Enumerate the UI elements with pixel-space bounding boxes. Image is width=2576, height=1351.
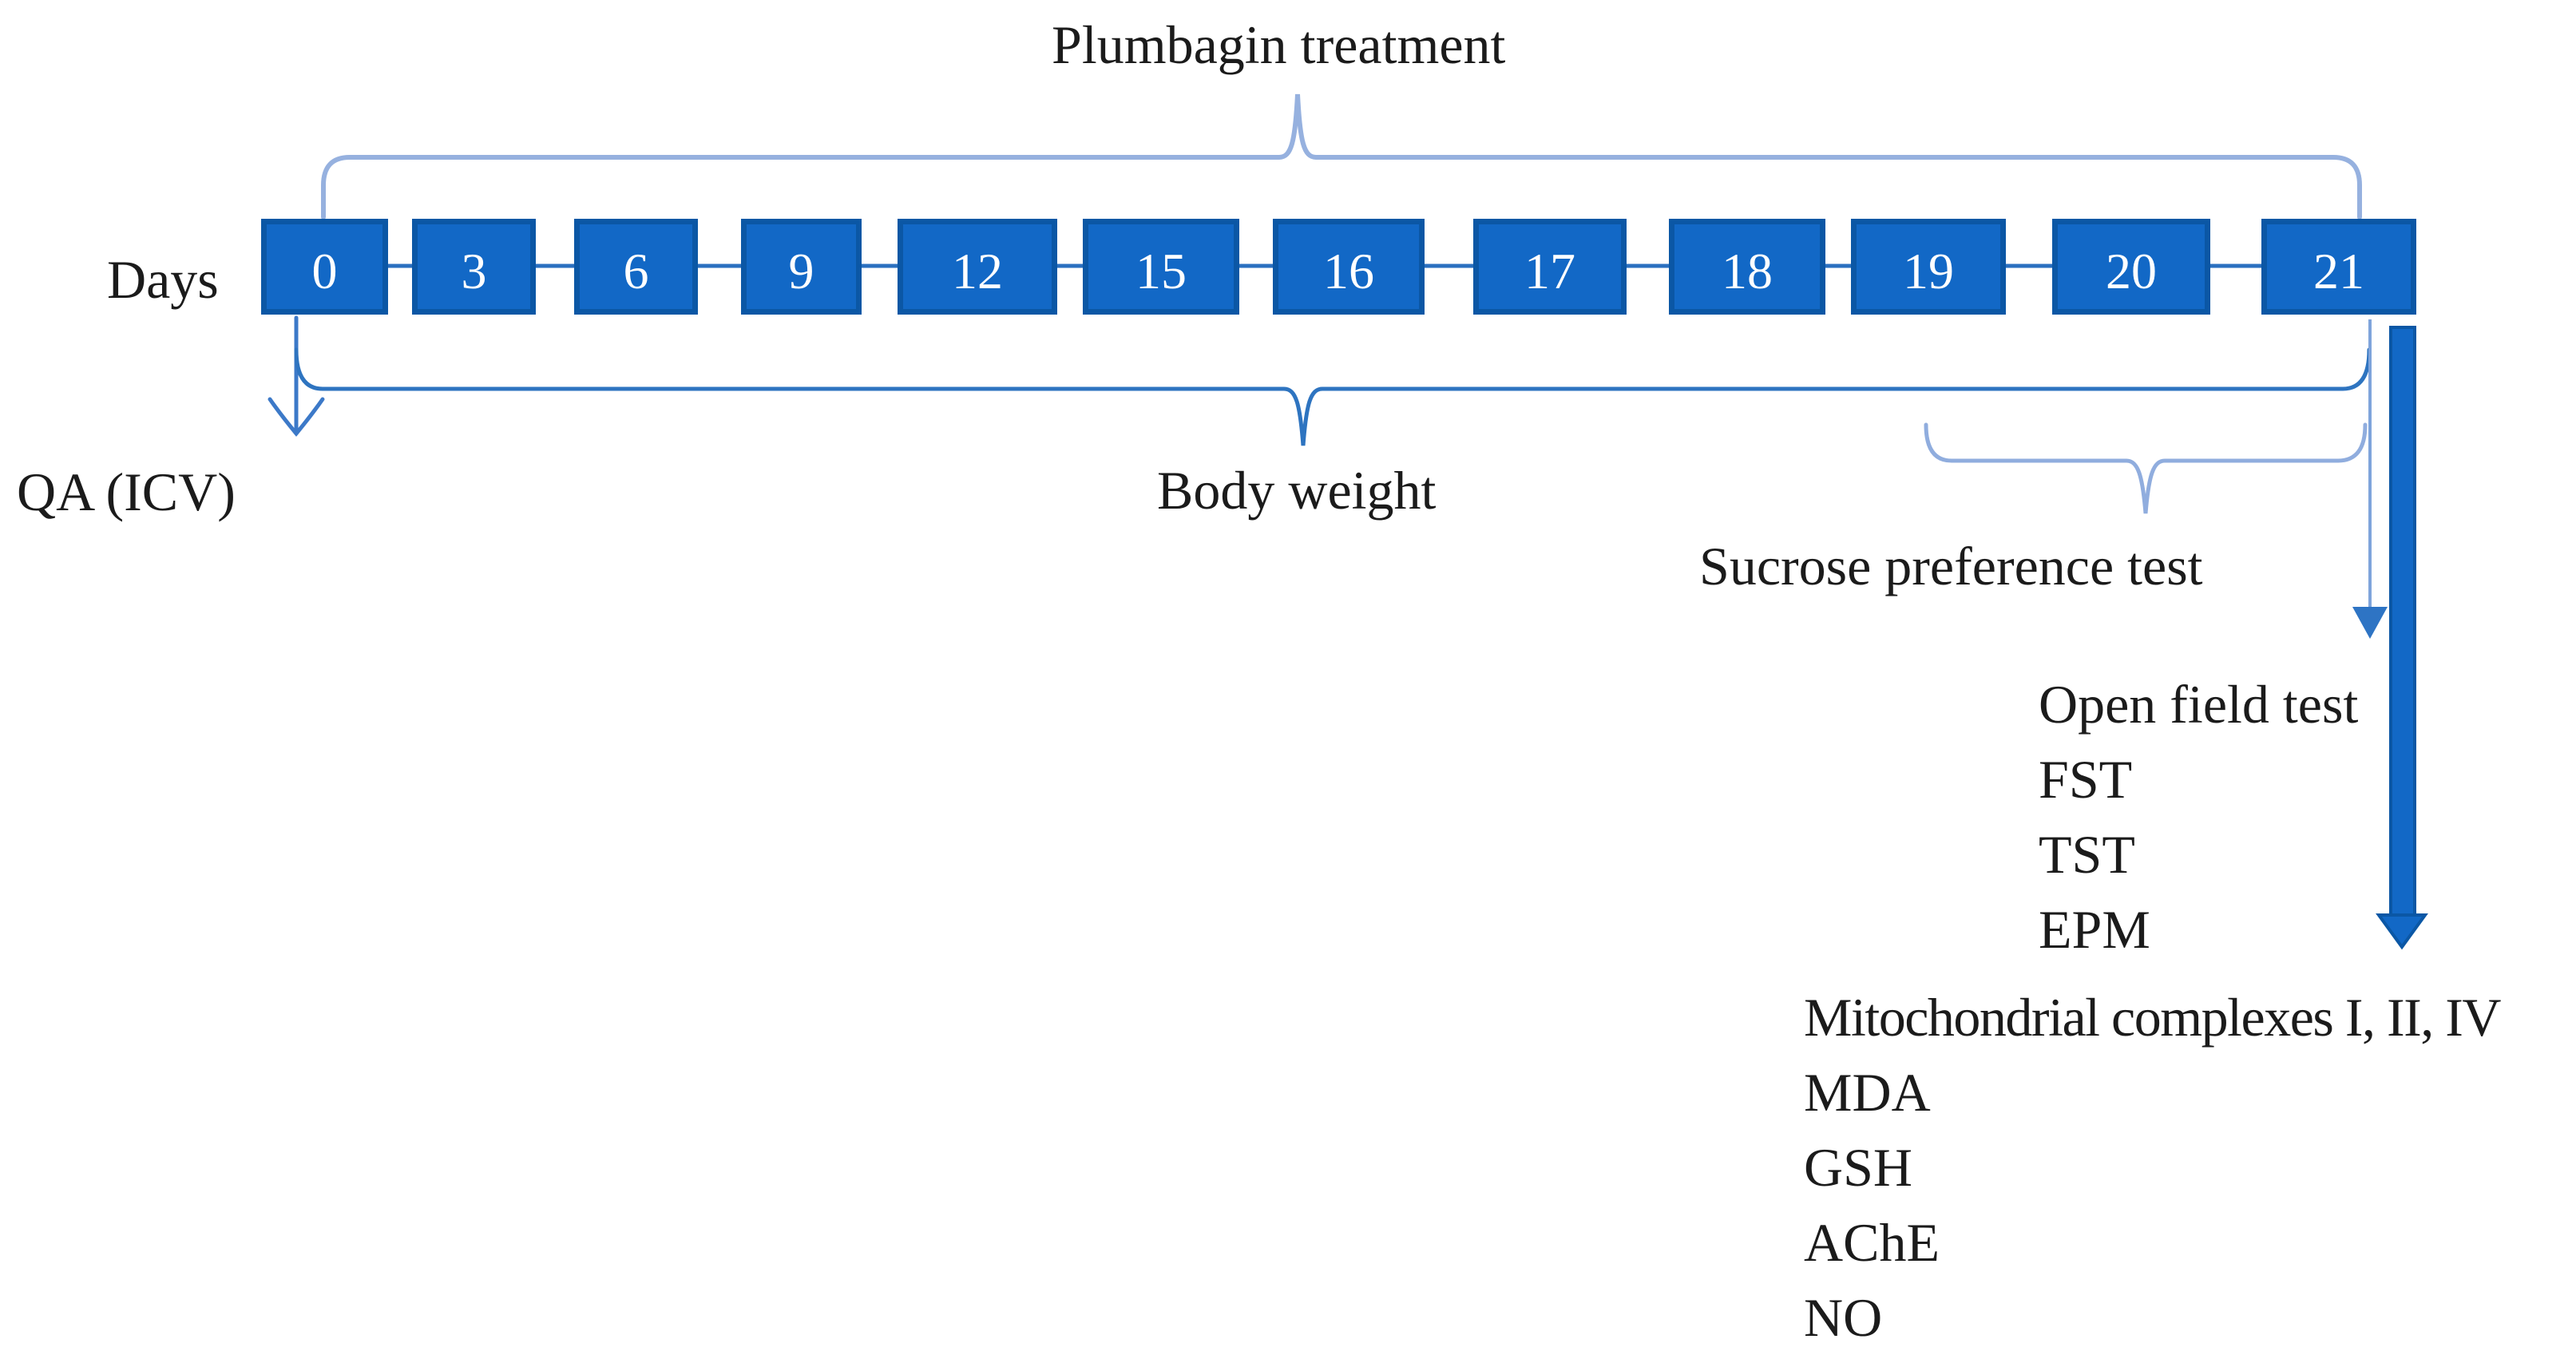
day-box-16: 16 [1273, 219, 1425, 315]
day-box-label: 0 [311, 243, 338, 299]
list-item: Mitochondrial complexes I, II, IV [1804, 987, 2502, 1048]
day-box-20: 20 [2052, 219, 2210, 315]
list-item: GSH [1804, 1137, 1913, 1198]
list-item: NO [1804, 1287, 1883, 1348]
terminal-assays-list: Mitochondrial complexes I, II, IV MDA GS… [1804, 987, 2502, 1351]
day-box-label: 3 [461, 243, 487, 299]
sucrose-preference-label: Sucrose preference test [1699, 536, 2203, 596]
list-item: TST [2039, 824, 2135, 885]
curly-brace-body-weight-icon [294, 347, 2372, 446]
down-arrow-day21-head-icon [2352, 607, 2388, 639]
thick-down-arrow-shaft-icon [2389, 326, 2416, 918]
day-box-label: 21 [2313, 243, 2364, 299]
list-item: Open field test [2039, 674, 2359, 735]
qa-icv-label: QA (ICV) [17, 462, 236, 522]
down-arrow-qa-head-icon [268, 397, 325, 437]
day-box-label: 15 [1135, 243, 1187, 299]
day-box-label: 17 [1524, 243, 1575, 299]
days-axis-label: Days [107, 249, 219, 310]
day-box-label: 18 [1722, 243, 1773, 299]
day-box-label: 19 [1903, 243, 1954, 299]
thick-down-arrow-head-icon [2376, 913, 2428, 950]
curly-brace-top-icon [321, 93, 2362, 220]
day-box-9: 9 [741, 219, 862, 315]
day-box-17: 17 [1473, 219, 1627, 315]
day-box-label: 6 [623, 243, 649, 299]
curly-brace-sucrose-icon [1924, 422, 2368, 514]
day-box-19: 19 [1851, 219, 2006, 315]
day-box-18: 18 [1669, 219, 1825, 315]
figure-title: Plumbagin treatment [1052, 14, 1506, 75]
day-box-label: 9 [788, 243, 814, 299]
day-box-0: 0 [261, 219, 388, 315]
day-box-12: 12 [898, 219, 1057, 315]
day-box-label: 12 [952, 243, 1003, 299]
day-box-21: 21 [2261, 219, 2416, 315]
day-box-label: 20 [2106, 243, 2157, 299]
list-item: MDA [1804, 1062, 1931, 1123]
day-box-3: 3 [412, 219, 536, 315]
day-box-label: 16 [1323, 243, 1374, 299]
body-weight-label: Body weight [1157, 460, 1437, 521]
day21-tests-list: Open field test FST TST EPM [2039, 677, 2358, 977]
list-item: AChE [1804, 1212, 1940, 1273]
list-item: FST [2039, 749, 2133, 810]
list-item: EPM [2039, 899, 2150, 960]
day-box-15: 15 [1083, 219, 1239, 315]
day-box-6: 6 [574, 219, 698, 315]
